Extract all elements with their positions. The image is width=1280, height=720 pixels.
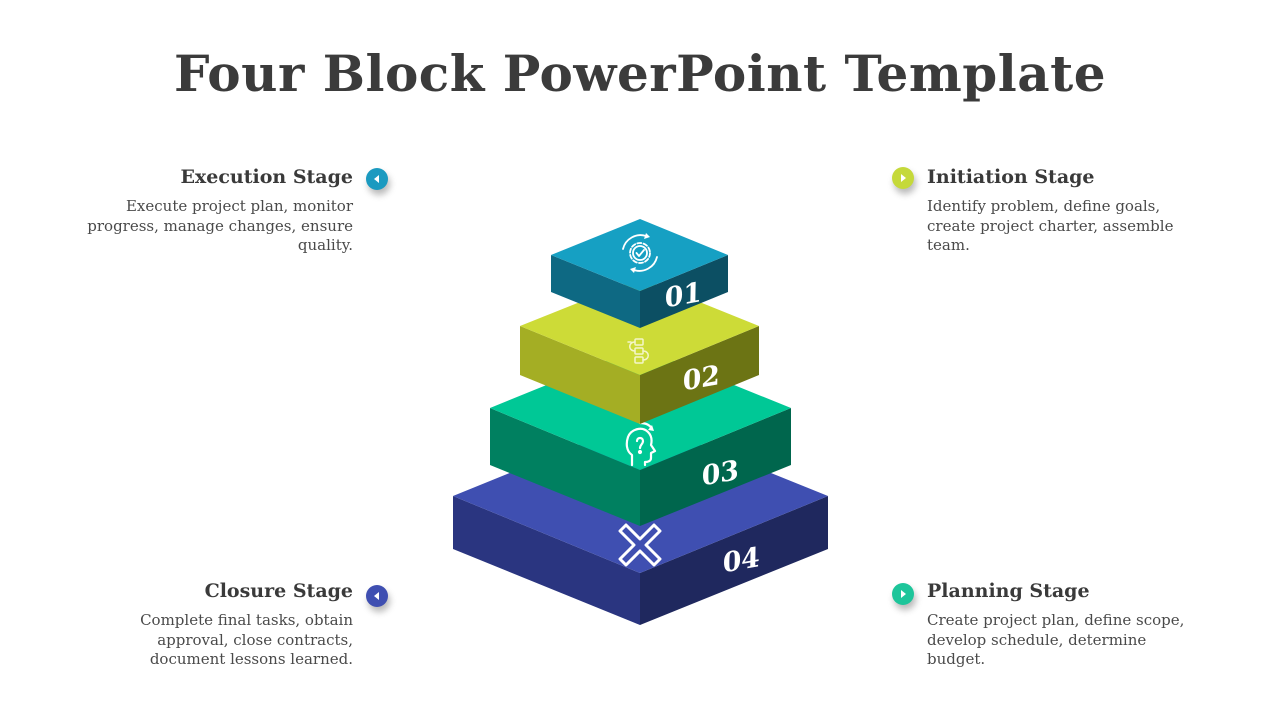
closure-stage-title: Closure Stage bbox=[204, 580, 353, 602]
initiation-stage-title: Initiation Stage bbox=[927, 166, 1095, 188]
gear-check-icon bbox=[622, 233, 658, 273]
execution-stage-title: Execution Stage bbox=[180, 166, 353, 188]
arrow-left-icon bbox=[374, 175, 379, 183]
block-03-right-face bbox=[640, 408, 791, 526]
block-01-number: 01 bbox=[662, 277, 704, 314]
block-04-left-face bbox=[453, 496, 640, 625]
execution-stage-desc: Execute project plan, monitor progress, … bbox=[87, 197, 353, 254]
close-cross-icon bbox=[618, 523, 662, 567]
block-03-left-face bbox=[490, 408, 640, 526]
initiation-marker bbox=[892, 167, 914, 189]
initiation-stage-desc: Identify problem, define goals, create p… bbox=[927, 197, 1174, 254]
block-02-left-face bbox=[520, 326, 640, 424]
block-01: 01 bbox=[551, 219, 728, 328]
arrow-left-icon bbox=[374, 592, 379, 600]
page-title: Four Block PowerPoint Template bbox=[173, 44, 1107, 103]
block-01-right-face bbox=[640, 255, 728, 328]
block-02-right-face bbox=[640, 326, 759, 424]
block-04-right-face bbox=[640, 496, 828, 625]
planning-stage-desc: Create project plan, define scope, devel… bbox=[927, 611, 1185, 668]
arrow-right-icon bbox=[901, 174, 906, 182]
execution-marker bbox=[366, 168, 388, 190]
block-03-number: 03 bbox=[699, 455, 741, 492]
process-steps-icon bbox=[627, 338, 649, 364]
block-04-number: 04 bbox=[720, 542, 762, 579]
block-02-number: 02 bbox=[680, 360, 722, 397]
arrow-right-icon bbox=[901, 590, 906, 598]
planning-marker bbox=[892, 583, 914, 605]
closure-marker bbox=[366, 585, 388, 607]
planning-stage-title: Planning Stage bbox=[927, 580, 1090, 602]
block-01-left-face bbox=[551, 255, 640, 328]
closure-stage-desc: Complete final tasks, obtain approval, c… bbox=[140, 611, 353, 668]
